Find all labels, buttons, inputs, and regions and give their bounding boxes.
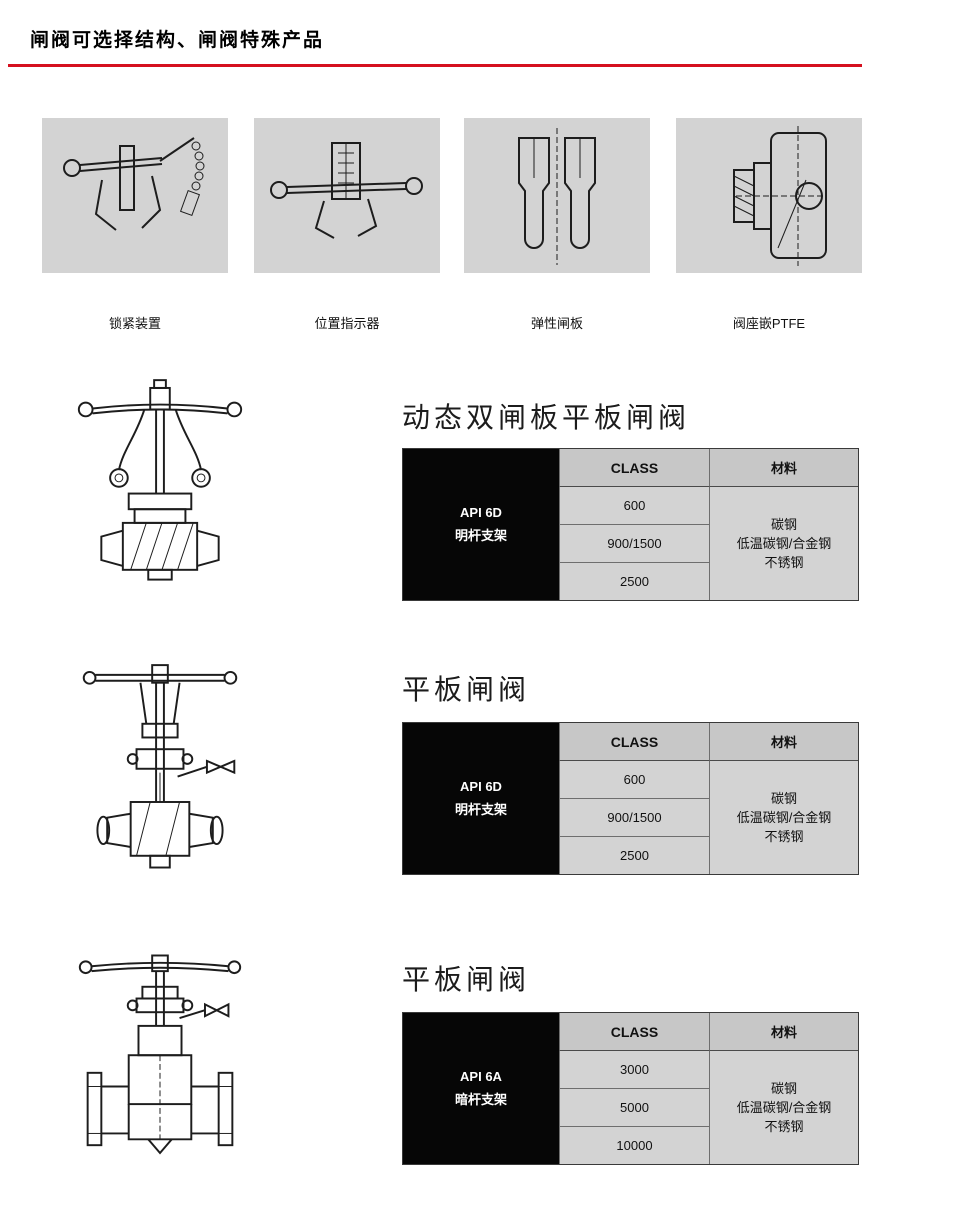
class-value-cell: 900/1500 [559,798,709,836]
class-value-cell: 5000 [559,1088,709,1126]
feature-panel-locking-device [42,118,228,273]
feature-panel-ptfe-seat [676,118,862,273]
spec-standard: API 6A [460,1069,502,1084]
material-line: 碳钢 [770,791,797,806]
class-value-cell: 2500 [559,836,709,874]
material-line: 碳钢 [770,517,797,532]
material-header-cell: 材料 [709,1013,858,1050]
spec-table-2: API 6D 明杆支架 CLASS 材料 600 900/1500 2500 碳… [402,722,859,875]
material-line: 低温碳钢/合金钢 [736,1100,832,1115]
feature-label-ptfe-seat: 阀座嵌PTFE [732,316,806,331]
section-title-flat-gate-1: 平板闸阀 [402,674,531,705]
class-value-cell: 600 [559,760,709,798]
valve-drawing-pressure-seal-gate [72,655,248,905]
spec-stem-type: 暗杆支架 [454,1092,507,1107]
feature-label-locking-device: 锁紧装置 [108,316,161,331]
valve-drawing-osy-gate [72,376,248,616]
material-line: 不锈钢 [764,1119,804,1134]
class-header-cell: CLASS [559,1013,709,1050]
material-line: 不锈钢 [764,829,804,844]
class-value-cell: 2500 [559,562,709,600]
spec-stem-type: 明杆支架 [454,802,507,817]
material-value-cell: 碳钢 低温碳钢/合金钢 不锈钢 [709,760,858,874]
material-header-cell: 材料 [709,723,858,760]
material-header-cell: 材料 [709,449,858,486]
class-value-cell: 600 [559,486,709,524]
spec-cell: API 6D 明杆支架 [403,723,559,874]
spec-table-1: API 6D 明杆支架 CLASS 材料 600 900/1500 2500 碳… [402,448,859,601]
spec-cell: API 6A 暗杆支架 [403,1013,559,1164]
section-title-flat-gate-2: 平板闸阀 [402,964,531,995]
material-value-cell: 碳钢 低温碳钢/合金钢 不锈钢 [709,486,858,600]
position-indicator-drawing [270,142,423,239]
class-value-cell: 3000 [559,1050,709,1088]
class-header-cell: CLASS [559,449,709,486]
feature-panel-flexible-gate [464,118,650,273]
section-title-dynamic-double-gate: 动态双闸板平板闸阀 [402,402,691,433]
feature-label-position-indicator: 位置指示器 [314,316,380,331]
red-divider [8,64,862,67]
valve-drawing-flanged-gate [72,946,248,1184]
material-line: 低温碳钢/合金钢 [736,810,832,825]
material-value-cell: 碳钢 低温碳钢/合金钢 不锈钢 [709,1050,858,1164]
feature-panel-position-indicator [254,118,440,273]
spec-cell: API 6D 明杆支架 [403,449,559,600]
feature-label-flexible-gate: 弹性闸板 [530,316,583,331]
spec-stem-type: 明杆支架 [454,528,507,543]
class-header-cell: CLASS [559,723,709,760]
class-value-cell: 10000 [559,1126,709,1164]
locking-device-drawing [63,137,205,231]
spec-standard: API 6D [460,779,502,794]
material-line: 碳钢 [770,1081,797,1096]
ptfe-seat-drawing [733,126,827,266]
class-value-cell: 900/1500 [559,524,709,562]
material-line: 不锈钢 [764,555,804,570]
spec-standard: API 6D [460,505,502,520]
spec-table-3: API 6A 暗杆支架 CLASS 材料 3000 5000 10000 碳钢 … [402,1012,859,1165]
flexible-gate-drawing [518,128,596,265]
material-line: 低温碳钢/合金钢 [736,536,832,551]
page-title: 闸阀可选择结构、闸阀特殊产品 [30,30,325,51]
